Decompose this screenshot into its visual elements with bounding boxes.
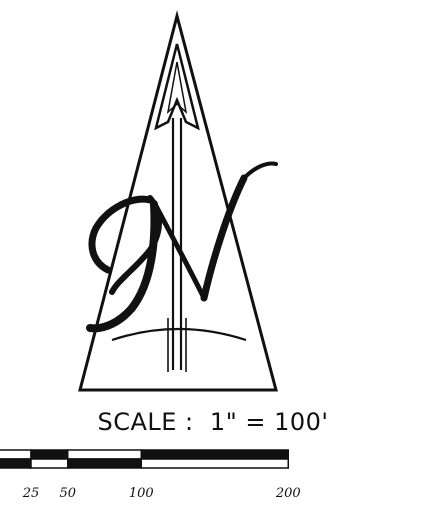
scale-tick-label: 25 xyxy=(22,486,40,501)
arrow-head xyxy=(154,43,200,131)
scale-ratio: 1" = 100' xyxy=(209,408,329,436)
scale-label: SCALE : 1" = 100' xyxy=(0,402,426,442)
north-arrow-icon xyxy=(78,10,278,392)
arrow-head-inner xyxy=(166,61,188,115)
scale-tick-label: 50 xyxy=(59,486,76,501)
scale-bar-segment-bottom xyxy=(67,458,142,469)
scale-label-prefix: SCALE : xyxy=(97,408,194,436)
scale-bar-segment-bottom xyxy=(0,458,32,469)
north-letter-n xyxy=(86,161,278,333)
scale-bar-segment-bottom xyxy=(30,458,69,469)
scale-bar-segment-bottom xyxy=(140,458,289,469)
scale-tick-label: 100 xyxy=(129,486,154,501)
north-arc xyxy=(111,327,247,342)
scale-bar-segment-top xyxy=(67,449,142,460)
north-arrow-triangle xyxy=(78,10,278,392)
scale-tick-label: 200 xyxy=(275,486,301,501)
scale-bar-segment-top xyxy=(30,449,69,460)
scale-bar-segment-top xyxy=(0,449,32,460)
scale-bar-segment-top xyxy=(140,449,289,460)
scale-bar: 25 50 100 200 xyxy=(0,449,301,501)
